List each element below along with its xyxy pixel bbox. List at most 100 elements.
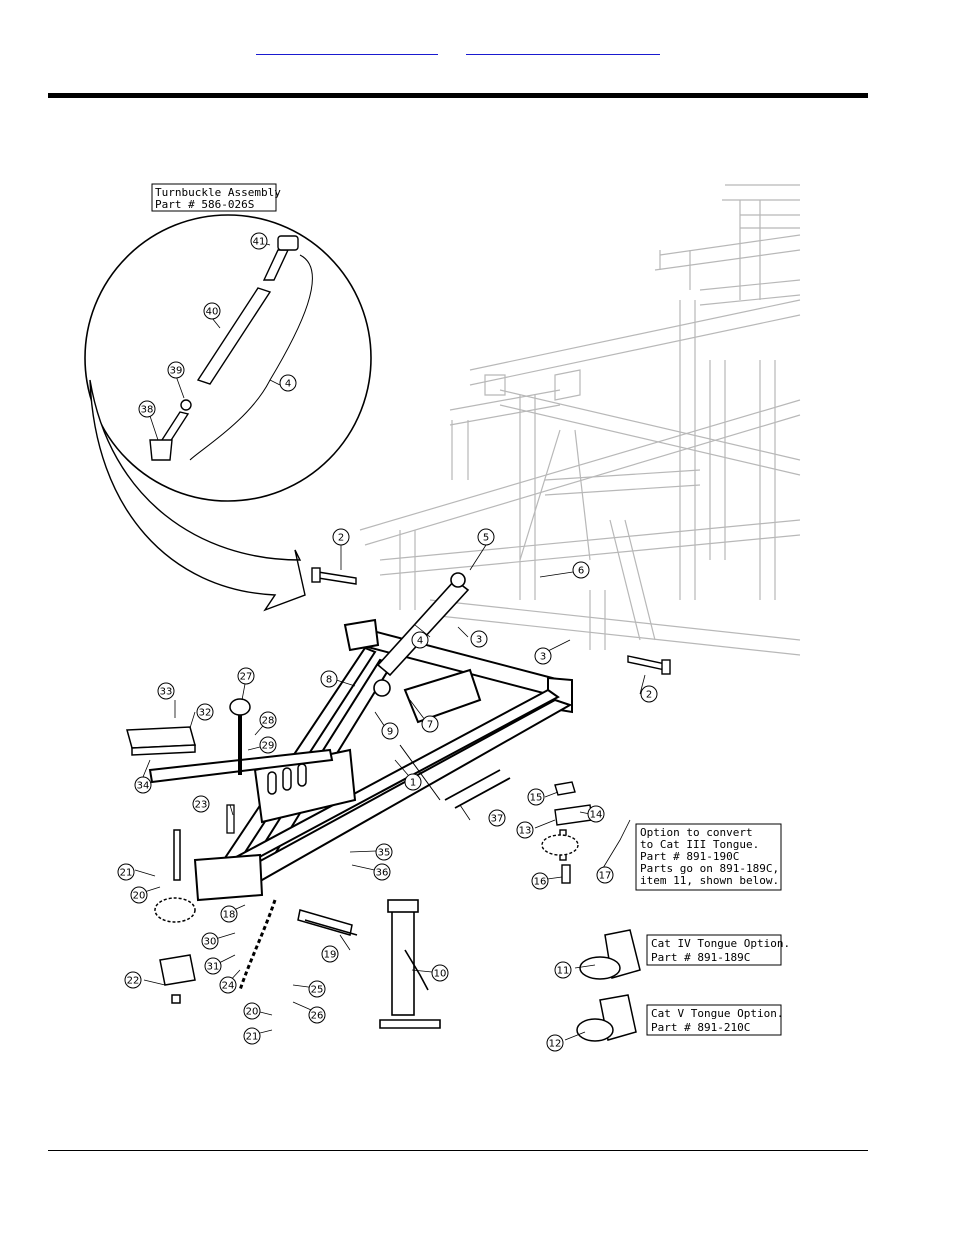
part-balloon-7: 7 [421,715,439,733]
svg-text:19: 19 [324,950,337,961]
part-balloon-9: 9 [381,722,399,740]
cat4-line2: Part # 891-189C [651,951,750,964]
svg-text:32: 32 [199,708,212,719]
cat3-line4: Parts go on 891-189C, [640,862,779,875]
svg-text:2: 2 [646,690,652,701]
svg-text:21: 21 [120,868,133,879]
safety-chain [238,899,277,991]
svg-text:1: 1 [410,778,416,789]
tongue-frame [148,618,573,902]
svg-text:2: 2 [338,533,344,544]
part-balloon-22: 22 [124,971,142,989]
part-balloon-25: 25 [308,980,326,998]
svg-text:36: 36 [376,868,389,879]
svg-text:35: 35 [378,848,391,859]
svg-text:20: 20 [133,891,146,902]
part-balloon-32: 32 [196,703,214,721]
part-balloon-41: 41 [250,232,268,250]
part-balloon-2a: 2 [332,528,350,546]
svg-text:21: 21 [246,1032,259,1043]
svg-text:3: 3 [540,652,546,663]
cat-iii-parts [541,781,593,884]
part-balloon-3b: 3 [534,647,552,665]
part-balloon-38: 38 [138,400,156,418]
svg-text:11: 11 [557,966,570,977]
part-balloon-27: 27 [237,667,255,685]
part-balloon-19: 19 [321,945,339,963]
header-rule [48,93,868,98]
svg-text:26: 26 [311,1011,324,1022]
part-balloon-4b: 4 [411,631,429,649]
cat3-label-box: Option to convert to Cat III Tongue. Par… [635,823,782,891]
hitch-clevis [154,829,196,1004]
part-balloon-10: 10 [431,964,449,982]
part-balloon-5: 5 [477,528,495,546]
svg-text:30: 30 [204,937,217,948]
part-balloon-20a: 20 [130,886,148,904]
part-balloon-21a: 21 [117,863,135,881]
bolt-right [627,655,671,675]
part-balloon-20b: 20 [243,1002,261,1020]
svg-text:17: 17 [599,871,612,882]
svg-text:3: 3 [476,635,482,646]
header-link-2[interactable] [466,40,660,55]
jack-plate-slots [267,763,307,795]
part-balloon-33: 33 [157,682,175,700]
part-balloon-36: 36 [373,863,391,881]
part-balloons: 41 40 39 38 4 2 5 6 4 3 3 2 8 9 7 27 33 … [117,232,658,1052]
part-balloon-40: 40 [203,302,221,320]
turnbuckle-label-line2: Part # 586-026S [155,198,254,211]
svg-text:41: 41 [253,237,266,248]
svg-text:27: 27 [240,672,253,683]
svg-text:18: 18 [223,910,236,921]
svg-text:33: 33 [160,687,173,698]
hitch-pins [297,909,358,936]
svg-text:6: 6 [578,566,584,577]
part-balloon-39: 39 [167,361,185,379]
turnbuckle-inset [84,214,372,612]
svg-text:4: 4 [417,636,423,647]
cat4-label-box: Cat IV Tongue Option. Part # 891-189C [646,934,790,966]
svg-text:25: 25 [311,985,324,996]
cat3-line3: Part # 891-190C [640,850,739,863]
part-balloon-6: 6 [572,561,590,579]
header-link-1[interactable] [256,40,438,55]
jack-stand [379,899,441,1029]
cat5-line2: Part # 891-210C [651,1021,750,1034]
turnbuckle-label-box: Turnbuckle Assembly Part # 586-026S [151,183,281,212]
svg-text:24: 24 [222,981,235,992]
part-balloon-35: 35 [375,843,393,861]
cat5-line1: Cat V Tongue Option. [651,1007,783,1020]
part-balloon-21b: 21 [243,1027,261,1045]
svg-text:20: 20 [246,1007,259,1018]
part-balloon-23: 23 [192,795,210,813]
part-balloon-8: 8 [320,670,338,688]
cat-v-tongue [576,994,637,1042]
svg-text:14: 14 [590,810,603,821]
part-balloon-29: 29 [259,736,277,754]
svg-text:15: 15 [530,793,543,804]
svg-text:8: 8 [326,675,332,686]
part-balloon-28: 28 [259,711,277,729]
part-balloon-1: 1 [404,773,422,791]
cat3-line2: to Cat III Tongue. [640,838,759,851]
part-balloon-2b: 2 [640,685,658,703]
cat-iv-tongue [579,929,641,980]
svg-text:23: 23 [195,800,208,811]
cat4-line1: Cat IV Tongue Option. [651,937,790,950]
svg-text:22: 22 [127,976,140,987]
pin-23 [226,804,235,834]
svg-text:10: 10 [434,969,447,980]
svg-text:38: 38 [141,405,154,416]
cat3-line1: Option to convert [640,826,753,839]
svg-text:13: 13 [519,826,532,837]
svg-text:4: 4 [285,379,291,390]
svg-text:37: 37 [491,814,504,825]
svg-text:28: 28 [262,716,275,727]
bolt-left [311,567,357,585]
part-balloon-26: 26 [308,1006,326,1024]
part-balloon-11: 11 [554,961,572,979]
svg-text:5: 5 [483,533,489,544]
footer-rule [48,1150,868,1151]
